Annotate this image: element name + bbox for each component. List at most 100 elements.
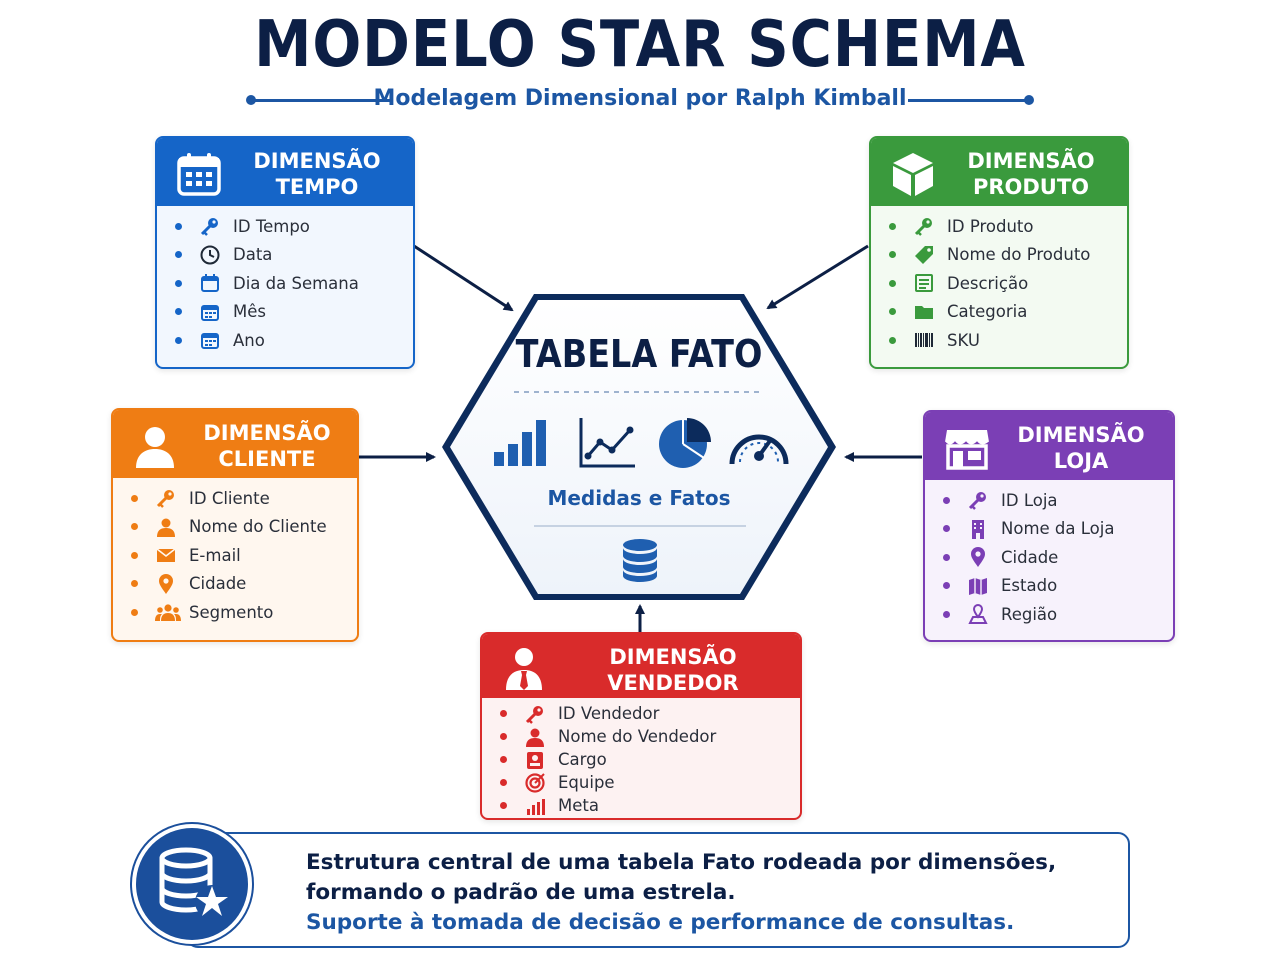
footer-text-line3: Suporte à tomada de decisão e performanc… (306, 910, 1015, 935)
list-icon (915, 274, 933, 293)
dimension-tempo-title: DIMENSÃO TEMPO (221, 148, 413, 200)
list-item: ID Vendedor (482, 702, 800, 725)
dimension-produto-title: DIMENSÃO PRODUTO (935, 148, 1127, 200)
item-label: ID Tempo (233, 216, 310, 236)
item-label: ID Cliente (189, 488, 270, 508)
item-label: Equipe (558, 773, 615, 792)
dimension-loja-title: DIMENSÃO LOJA (989, 422, 1173, 474)
list-item: Data (157, 241, 413, 270)
item-label: Categoria (947, 302, 1028, 322)
calendar-grid-icon (201, 304, 219, 321)
item-label: Cidade (1001, 547, 1059, 567)
box-icon (893, 153, 933, 196)
list-item: Categoria (871, 298, 1127, 327)
subtitle-left-dot (246, 95, 256, 105)
clock-icon (200, 245, 220, 265)
list-item: ID Cliente (113, 484, 357, 513)
page-subtitle: Modelagem Dimensional por Ralph Kimball (373, 86, 907, 111)
map-pin-icon (159, 573, 173, 594)
list-item: Nome do Cliente (113, 513, 357, 542)
subtitle-left-line (252, 99, 390, 102)
list-item: Nome da Loja (925, 515, 1173, 544)
item-label: Nome da Loja (1001, 519, 1115, 539)
dimension-tempo-header: DIMENSÃO TEMPO (157, 138, 413, 206)
store-icon (944, 430, 990, 470)
list-item: E-mail (113, 541, 357, 570)
bar-chart-icon (494, 420, 546, 466)
list-item: Equipe (482, 771, 800, 794)
region-pin-icon (968, 604, 988, 625)
line-chart-icon (579, 418, 635, 468)
subtitle-row: Modelagem Dimensional por Ralph Kimball (0, 86, 1280, 116)
list-item: ID Loja (925, 486, 1173, 515)
item-label: Nome do Cliente (189, 517, 327, 537)
dimension-loja-header: DIMENSÃO LOJA (925, 412, 1173, 480)
item-label: Segmento (189, 602, 274, 622)
key-icon (968, 492, 986, 511)
fact-table-title: TABELA FATO (515, 332, 763, 376)
page-title: MODELO STAR SCHEMA (254, 8, 1026, 82)
item-label: Cidade (189, 574, 247, 594)
item-label: SKU (947, 330, 980, 350)
dimension-produto-title-line1: DIMENSÃO (967, 149, 1095, 173)
list-item: Segmento (113, 598, 357, 627)
item-label: Ano (233, 330, 265, 350)
list-item: Descrição (871, 269, 1127, 298)
footer-text-line2: formando o padrão de uma estrela. (306, 880, 736, 905)
item-label: ID Produto (947, 216, 1034, 236)
dimension-produto-header: DIMENSÃO PRODUTO (871, 138, 1127, 206)
key-icon (525, 705, 543, 724)
key-icon (200, 218, 218, 237)
list-item: ID Tempo (157, 212, 413, 241)
fact-table-caption: Medidas e Fatos (547, 486, 731, 510)
salesperson-icon (506, 648, 542, 690)
gauge-icon (729, 434, 789, 465)
map-pin-icon (971, 547, 985, 568)
user-icon (157, 518, 175, 537)
database-icon (623, 539, 657, 582)
calendar-icon (177, 153, 221, 196)
dimension-produto-card: DIMENSÃO PRODUTO ID Produto Nome do Prod… (869, 136, 1129, 369)
list-item: SKU (871, 326, 1127, 355)
subtitle-right-line (908, 99, 1028, 102)
users-icon (155, 604, 181, 622)
target-icon (525, 772, 545, 793)
dimension-tempo-title-line2: TEMPO (275, 175, 359, 199)
item-label: E-mail (189, 545, 241, 565)
dimension-tempo-card: DIMENSÃO TEMPO ID Tempo Data Dia da Sema… (155, 136, 415, 369)
calendar-grid-icon (201, 333, 219, 350)
list-item: ID Produto (871, 212, 1127, 241)
subtitle-right-dot (1024, 95, 1034, 105)
envelope-icon (156, 548, 176, 563)
dimension-vendedor-title-line1: DIMENSÃO (609, 645, 737, 669)
list-item: Região (925, 600, 1173, 629)
footer-text-line1: Estrutura central de uma tabela Fato rod… (306, 850, 1057, 875)
item-label: ID Loja (1001, 490, 1058, 510)
arrow-produto (766, 244, 869, 310)
list-item: Cidade (113, 570, 357, 599)
dimension-tempo-title-line1: DIMENSÃO (253, 149, 381, 173)
list-item: Nome do Vendedor (482, 725, 800, 748)
item-label: Data (233, 245, 273, 265)
list-item: Cidade (925, 543, 1173, 572)
item-label: Nome do Produto (947, 245, 1091, 265)
dimension-vendedor-card: DIMENSÃO VENDEDOR ID Vendedor Nome do Ve… (480, 632, 802, 820)
map-icon (969, 577, 987, 595)
item-label: Mês (233, 302, 266, 322)
item-label: Nome do Vendedor (558, 727, 717, 746)
user-icon (526, 728, 544, 747)
building-icon (972, 519, 984, 539)
item-label: Região (1001, 604, 1058, 624)
list-item: Dia da Semana (157, 269, 413, 298)
dimension-vendedor-title-line2: VENDEDOR (607, 671, 739, 695)
list-item: Cargo (482, 748, 800, 771)
item-label: Meta (558, 796, 599, 815)
user-icon (136, 427, 174, 468)
list-item: Mês (157, 298, 413, 327)
item-label: Estado (1001, 576, 1058, 596)
bar-chart-icon (527, 798, 545, 815)
dimension-cliente-title: DIMENSÃO CLIENTE (177, 420, 357, 472)
pie-chart-icon (659, 418, 711, 468)
arrow-tempo (413, 244, 514, 312)
